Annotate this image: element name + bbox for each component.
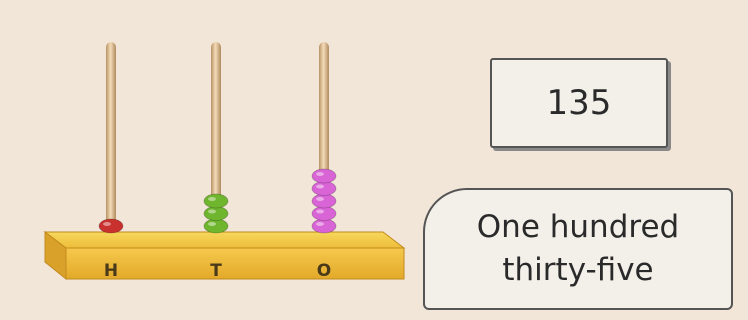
- bead-highlight: [103, 222, 111, 226]
- rod-hundreds: [106, 42, 116, 240]
- bead-tens: [204, 194, 228, 208]
- column-label-hundreds: H: [104, 261, 118, 281]
- bead-ones: [312, 219, 336, 233]
- bead-ones: [312, 182, 336, 196]
- number-value: 135: [547, 83, 612, 123]
- abacus-base: [45, 232, 404, 279]
- bead-hundreds: [99, 219, 123, 233]
- number-box: 135: [490, 58, 668, 148]
- number-name-box: One hundred thirty-five: [423, 188, 733, 310]
- bead-highlight: [208, 197, 216, 201]
- bead-highlight: [208, 210, 216, 214]
- bead-highlight: [316, 210, 324, 214]
- bead-highlight: [316, 197, 324, 201]
- bead-highlight: [316, 222, 324, 226]
- bead-ones: [312, 207, 336, 221]
- bead-highlight: [316, 185, 324, 189]
- column-label-ones: O: [317, 261, 331, 281]
- number-name-line-2: thirty-five: [502, 249, 653, 292]
- bead-highlight: [316, 172, 324, 176]
- bead-ones: [312, 169, 336, 183]
- number-name-line-1: One hundred: [477, 206, 679, 249]
- bead-tens: [204, 219, 228, 233]
- column-label-tens: T: [210, 261, 222, 281]
- bead-tens: [204, 207, 228, 221]
- bead-ones: [312, 194, 336, 208]
- bead-highlight: [208, 222, 216, 226]
